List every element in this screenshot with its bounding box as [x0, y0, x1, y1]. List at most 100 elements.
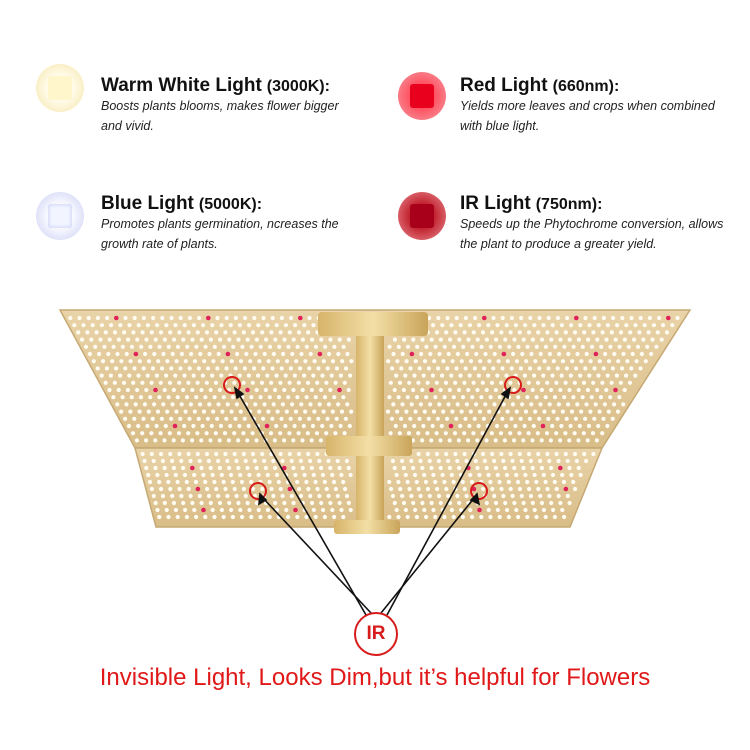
white-led — [508, 431, 513, 436]
white-led — [560, 472, 565, 478]
white-led — [598, 395, 604, 400]
white-led — [186, 380, 191, 385]
white-led — [429, 438, 434, 443]
white-led — [571, 344, 576, 349]
white-led — [122, 330, 127, 335]
white-led — [307, 366, 312, 371]
white-led — [610, 366, 616, 371]
white-led — [266, 409, 271, 414]
white-led — [418, 493, 423, 499]
white-led — [567, 500, 572, 506]
white-led — [551, 507, 556, 513]
white-led — [397, 380, 403, 385]
white-led — [211, 359, 216, 364]
white-led — [536, 451, 541, 457]
white-led — [295, 514, 300, 520]
white-led — [452, 431, 458, 436]
white-led — [327, 351, 332, 357]
white-led — [592, 416, 597, 421]
white-led — [580, 395, 585, 400]
white-led — [337, 337, 342, 342]
white-led — [121, 380, 127, 385]
white-led — [331, 479, 337, 485]
white-led — [80, 337, 85, 342]
white-led — [477, 409, 483, 414]
white-led — [175, 395, 180, 400]
white-led — [547, 493, 552, 499]
white-led — [261, 315, 266, 321]
white-led — [426, 416, 431, 421]
white-led — [302, 472, 307, 478]
white-led — [526, 330, 532, 335]
white-led — [395, 359, 400, 364]
white-led — [437, 351, 442, 357]
white-led — [171, 387, 176, 393]
white-led — [501, 402, 506, 407]
white-led — [442, 344, 447, 349]
white-led — [603, 351, 608, 357]
white-led — [313, 344, 319, 349]
white-led — [287, 330, 292, 335]
white-led — [171, 438, 176, 443]
white-led — [405, 395, 410, 400]
white-led — [341, 514, 346, 520]
white-led — [492, 402, 497, 407]
white-led — [307, 416, 312, 421]
white-led — [562, 395, 567, 400]
white-led — [148, 395, 153, 400]
white-led — [428, 351, 433, 357]
white-led — [615, 323, 620, 328]
white-led — [342, 431, 347, 436]
white-led — [170, 493, 175, 499]
white-led — [292, 423, 297, 429]
white-led — [434, 330, 440, 335]
ir-diode-marker — [504, 376, 522, 394]
white-led — [229, 507, 234, 513]
white-led — [419, 351, 424, 357]
white-led — [145, 323, 150, 328]
white-led — [592, 366, 597, 371]
white-led — [446, 458, 451, 464]
white-led — [186, 451, 191, 457]
white-led — [564, 416, 569, 421]
white-led — [488, 514, 493, 520]
white-led — [563, 431, 568, 436]
white-led — [324, 431, 329, 436]
white-led — [167, 431, 172, 436]
white-led — [236, 438, 241, 443]
white-led — [204, 451, 210, 457]
white-led — [182, 472, 188, 478]
white-led — [256, 323, 261, 328]
white-led — [543, 514, 548, 520]
white-led — [585, 438, 590, 443]
white-led — [436, 366, 441, 371]
white-led — [486, 507, 491, 513]
white-led — [618, 330, 624, 335]
white-led — [453, 330, 458, 335]
white-led — [166, 514, 171, 520]
white-led — [149, 431, 154, 436]
white-led — [286, 514, 291, 520]
white-led — [309, 438, 314, 443]
white-led — [605, 323, 611, 328]
white-led — [230, 514, 235, 520]
white-led — [89, 337, 94, 342]
white-led — [341, 395, 346, 400]
white-led — [132, 366, 137, 371]
feature-spec: (3000K): — [266, 78, 330, 95]
white-led — [463, 416, 468, 421]
white-led — [425, 451, 430, 457]
white-led — [581, 380, 587, 385]
white-led — [111, 395, 116, 400]
red-led — [540, 423, 546, 429]
white-led — [184, 479, 189, 485]
red-led — [201, 507, 206, 513]
white-led — [167, 380, 173, 385]
white-led — [612, 351, 617, 357]
white-led — [530, 387, 535, 393]
white-led — [224, 315, 229, 321]
white-led — [141, 416, 146, 421]
white-led — [142, 458, 147, 464]
white-led — [283, 323, 288, 328]
